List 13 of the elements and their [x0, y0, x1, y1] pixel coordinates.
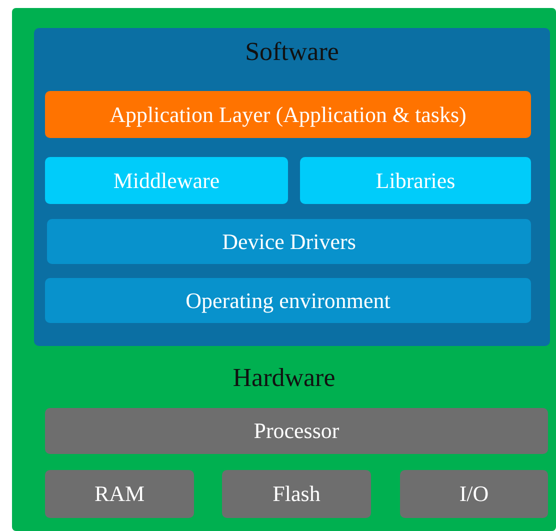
- component-bar: RAM: [45, 470, 194, 518]
- heading: Hardware: [232, 363, 336, 393]
- layer-bar: Libraries: [300, 157, 531, 204]
- component-bar: I/O: [400, 470, 548, 518]
- component-bar: Processor: [45, 408, 548, 454]
- hardware-panel: [12, 8, 556, 531]
- software-panel: [34, 28, 550, 346]
- layer-bar: Application Layer (Application & tasks): [45, 91, 531, 138]
- layer-bar: Middleware: [45, 157, 288, 204]
- heading: Software: [244, 37, 340, 67]
- component-bar: Flash: [222, 470, 371, 518]
- layer-bar: Device Drivers: [47, 219, 531, 264]
- layer-bar: Operating environment: [45, 278, 531, 323]
